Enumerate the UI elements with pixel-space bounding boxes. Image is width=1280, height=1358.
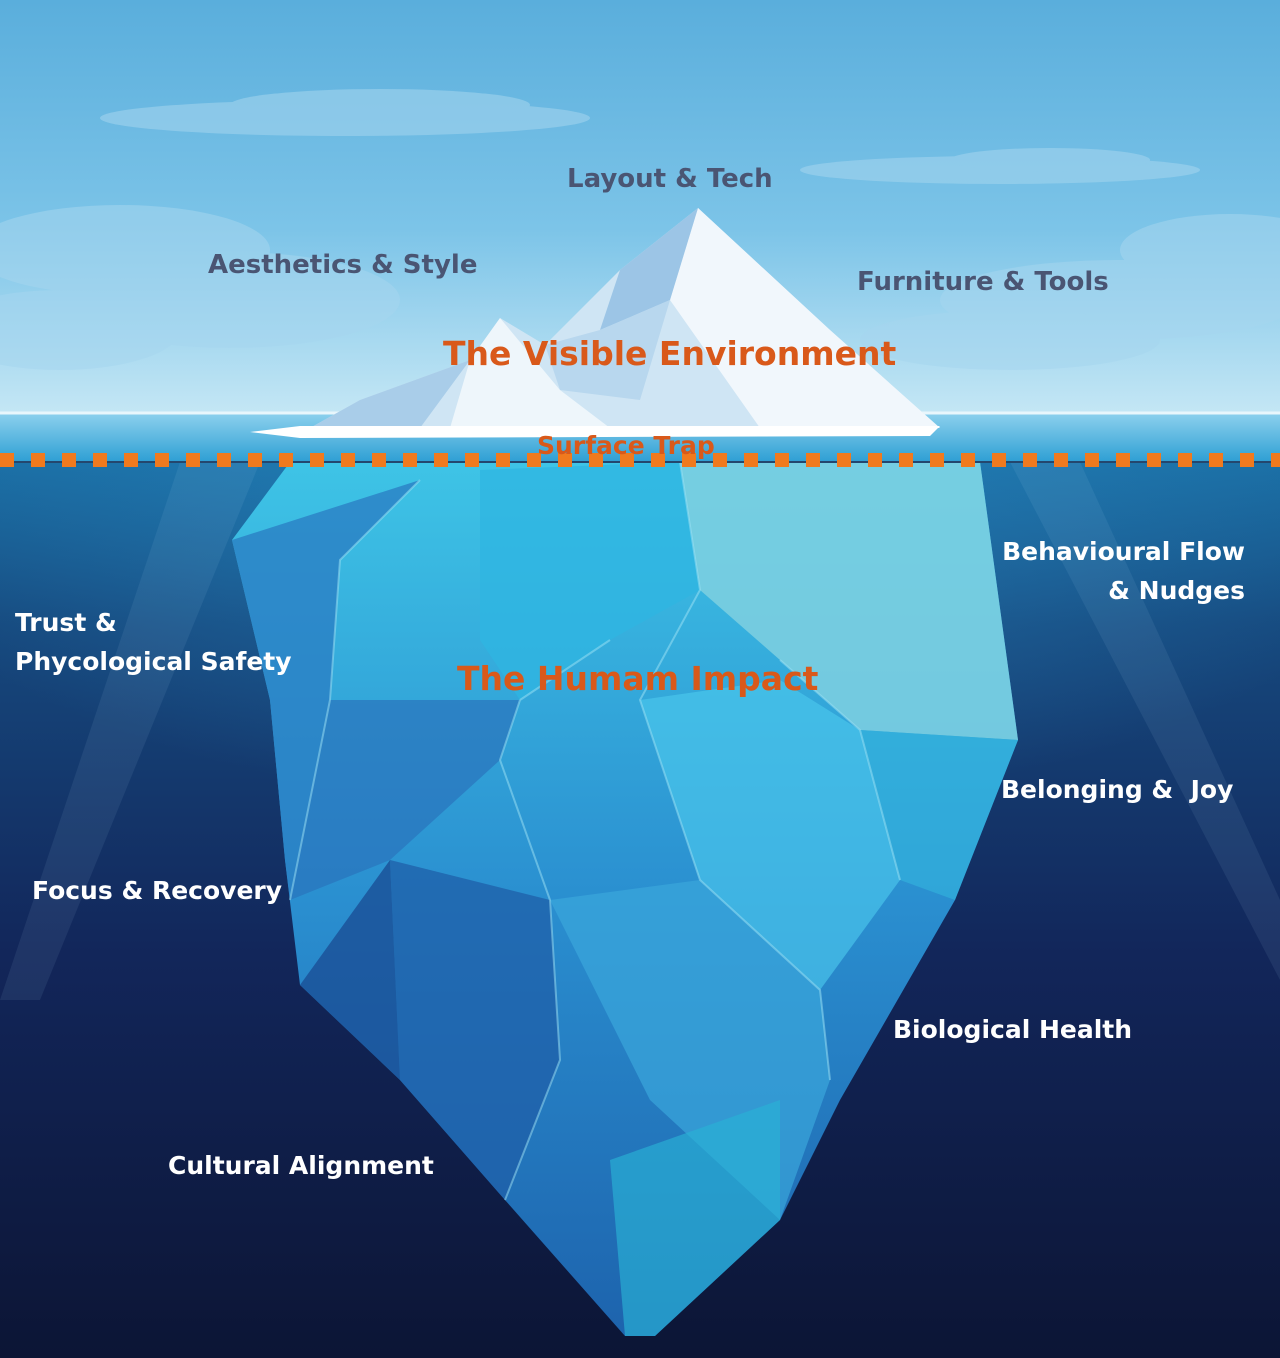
label-aesthetics-style: Aesthetics & Style (208, 250, 478, 280)
label-cultural-alignment: Cultural Alignment (168, 1151, 434, 1180)
label-behavioural-flow-line2: & Nudges (1108, 576, 1245, 605)
iceberg-tip (250, 208, 940, 438)
label-furniture-tools: Furniture & Tools (857, 267, 1109, 297)
label-focus-recovery: Focus & Recovery (32, 876, 283, 905)
label-trust-line1: Trust & (15, 608, 117, 637)
label-behavioural-flow: Behavioural Flow & Nudges (1002, 532, 1245, 610)
label-behavioural-flow-line1: Behavioural Flow (1002, 537, 1245, 566)
label-biological-health: Biological Health (893, 1015, 1133, 1044)
label-trust-safety: Trust & Phycological Safety (15, 603, 292, 681)
label-surface-trap: Surface Trap (537, 431, 715, 460)
headline-human-impact: The Humam Impact (457, 659, 819, 698)
label-layout-tech: Layout & Tech (567, 164, 773, 194)
waterline-dashes (0, 453, 1280, 467)
cloud (0, 89, 1280, 370)
iceberg-underwater (232, 461, 1018, 1336)
label-belonging-joy: Belonging & Joy (1001, 775, 1234, 804)
label-trust-line2: Phycological Safety (15, 647, 292, 676)
headline-visible-environment: The Visible Environment (443, 334, 897, 373)
